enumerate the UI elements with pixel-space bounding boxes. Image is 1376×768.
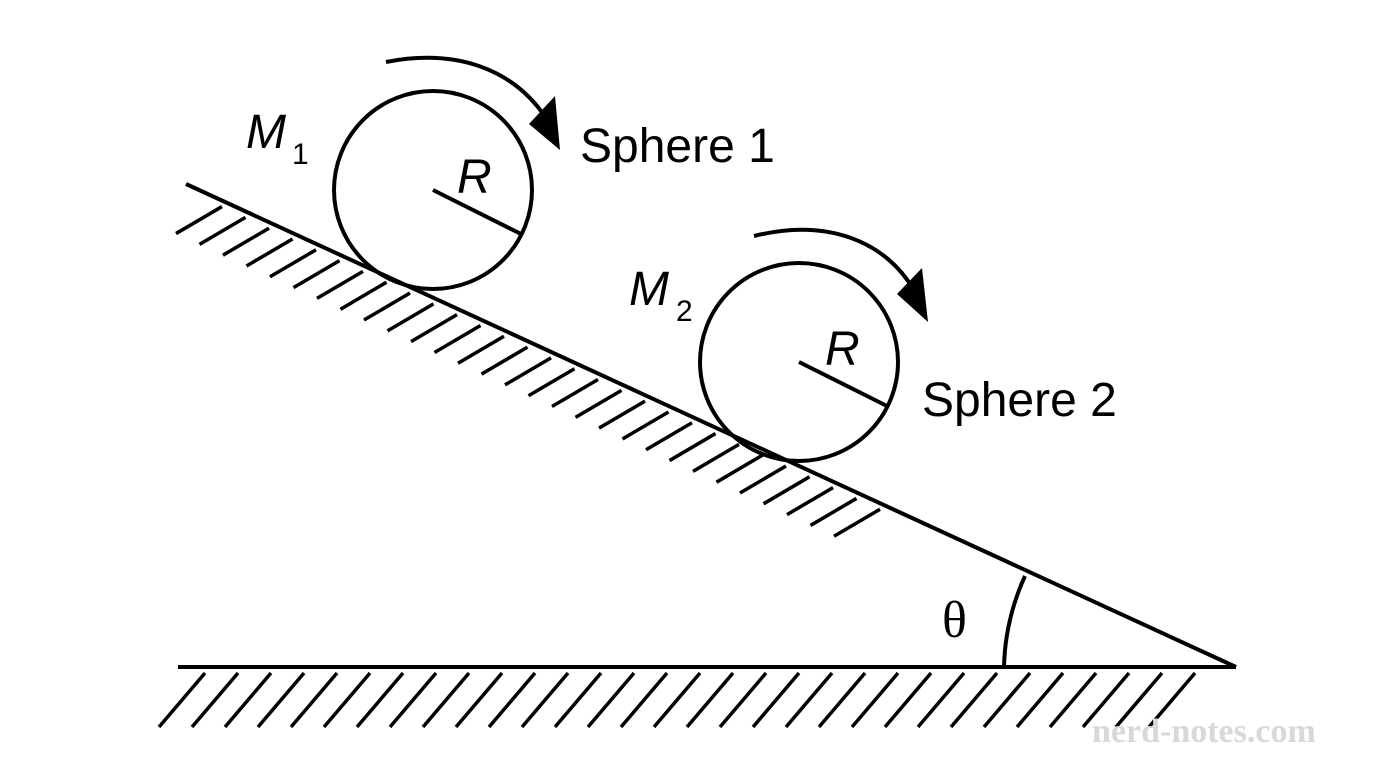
ground-hatch-stroke [916,671,966,729]
incline-hatch-stroke [574,388,623,419]
sphere-2-arrow-head-icon [897,268,928,322]
incline-hatch-stroke [316,269,364,300]
ground-hatch-stroke [718,671,768,729]
sphere-1-radius-line [432,188,522,236]
ground-hatch-stroke [388,671,438,729]
incline-hatch-stroke [621,410,670,441]
ground-hatch-stroke [817,671,867,729]
sphere-1-body [332,89,534,291]
ground-hatch-stroke [619,671,669,729]
incline-hatch-stroke [786,486,834,517]
sphere-2-radius-label: R [825,323,860,376]
sphere-2-mass-label: M [629,263,669,316]
incline-hatch-stroke [222,226,270,257]
incline-hatch-stroke [433,323,482,354]
sphere-2-radius-line [798,360,888,408]
incline-hatch-stroke [739,464,787,495]
ground-hatch-stroke [454,671,504,729]
incline-hatch-stroke [715,453,764,484]
incline-line [185,182,1237,669]
ground-hatch-stroke [322,671,372,729]
incline-hatch-stroke [668,432,717,463]
ground-hatching [157,671,1197,729]
ground-hatch-stroke [289,671,339,729]
sphere-1-rotation-arrow [385,55,548,120]
sphere-2: R M 2 Sphere 2 [629,227,1117,463]
incline-hatching [175,205,881,538]
ground-hatch-stroke [520,671,570,729]
incline-hatch-stroke [480,345,529,376]
sphere-1-name-label: Sphere 1 [580,120,775,173]
incline-hatch-stroke [527,367,576,398]
sphere-2-body [698,261,900,463]
incline-hatch-stroke [363,291,411,322]
sphere-1-arrow-head-icon [529,96,560,150]
ground-hatch-stroke [1015,671,1065,729]
ground-hatch-stroke [256,671,306,729]
incline-hatch-stroke [245,237,294,268]
ground-hatch-stroke [1114,671,1164,729]
incline-hatch-stroke [457,334,505,365]
ground-hatch-stroke [553,671,603,729]
sphere-1: R M 1 Sphere 1 [246,55,775,291]
ground-hatch-stroke [487,671,537,729]
angle-arc [1002,575,1027,668]
ground-hatch-stroke [685,671,735,729]
incline-hatch-stroke [692,442,740,473]
incline-hatch-stroke [410,313,458,344]
ground-hatch-stroke [949,671,999,729]
incline-hatch-stroke [198,215,247,246]
ground-hatch-stroke [1147,671,1197,729]
ground-hatch-stroke [157,671,207,729]
incline-hatch-stroke [269,248,317,279]
angle-theta-label: θ [942,592,967,649]
ground-hatch-stroke [190,671,240,729]
incline-hatch-stroke [645,421,693,452]
ground-hatch-stroke [355,671,405,729]
sphere-2-name-label: Sphere 2 [922,374,1117,427]
ground-hatch-stroke [1081,671,1131,729]
ground-hatch-stroke [586,671,636,729]
incline-hatch-stroke [175,205,223,236]
ground-hatch-stroke [751,671,801,729]
ground-hatch-stroke [883,671,933,729]
incline-hatch-stroke [598,399,646,430]
incline-hatch-stroke [504,356,552,387]
watermark-text: nerd-notes.com [1092,713,1316,750]
ground-hatch-stroke [982,671,1032,729]
ground-hatch-stroke [421,671,471,729]
ground-hatch-stroke [784,671,834,729]
sphere-1-mass-label: M [246,106,286,159]
incline-hatch-stroke [833,507,881,538]
ground-hatch-stroke [850,671,900,729]
sphere-2-rotation-arrow [753,227,916,292]
ground-hatch-stroke [223,671,273,729]
incline-hatch-stroke [339,280,388,311]
incline-hatch-stroke [809,496,858,527]
sphere-2-mass-subscript: 2 [676,295,693,328]
incline-hatch-stroke [292,259,341,290]
sphere-1-mass-subscript: 1 [292,138,309,171]
sphere-1-radius-label: R [457,151,492,204]
incline-hatch-stroke [762,475,811,506]
ground-hatch-stroke [1048,671,1098,729]
ground-hatch-stroke [652,671,702,729]
incline-hatch-stroke [386,302,435,333]
incline-hatch-stroke [551,378,599,409]
